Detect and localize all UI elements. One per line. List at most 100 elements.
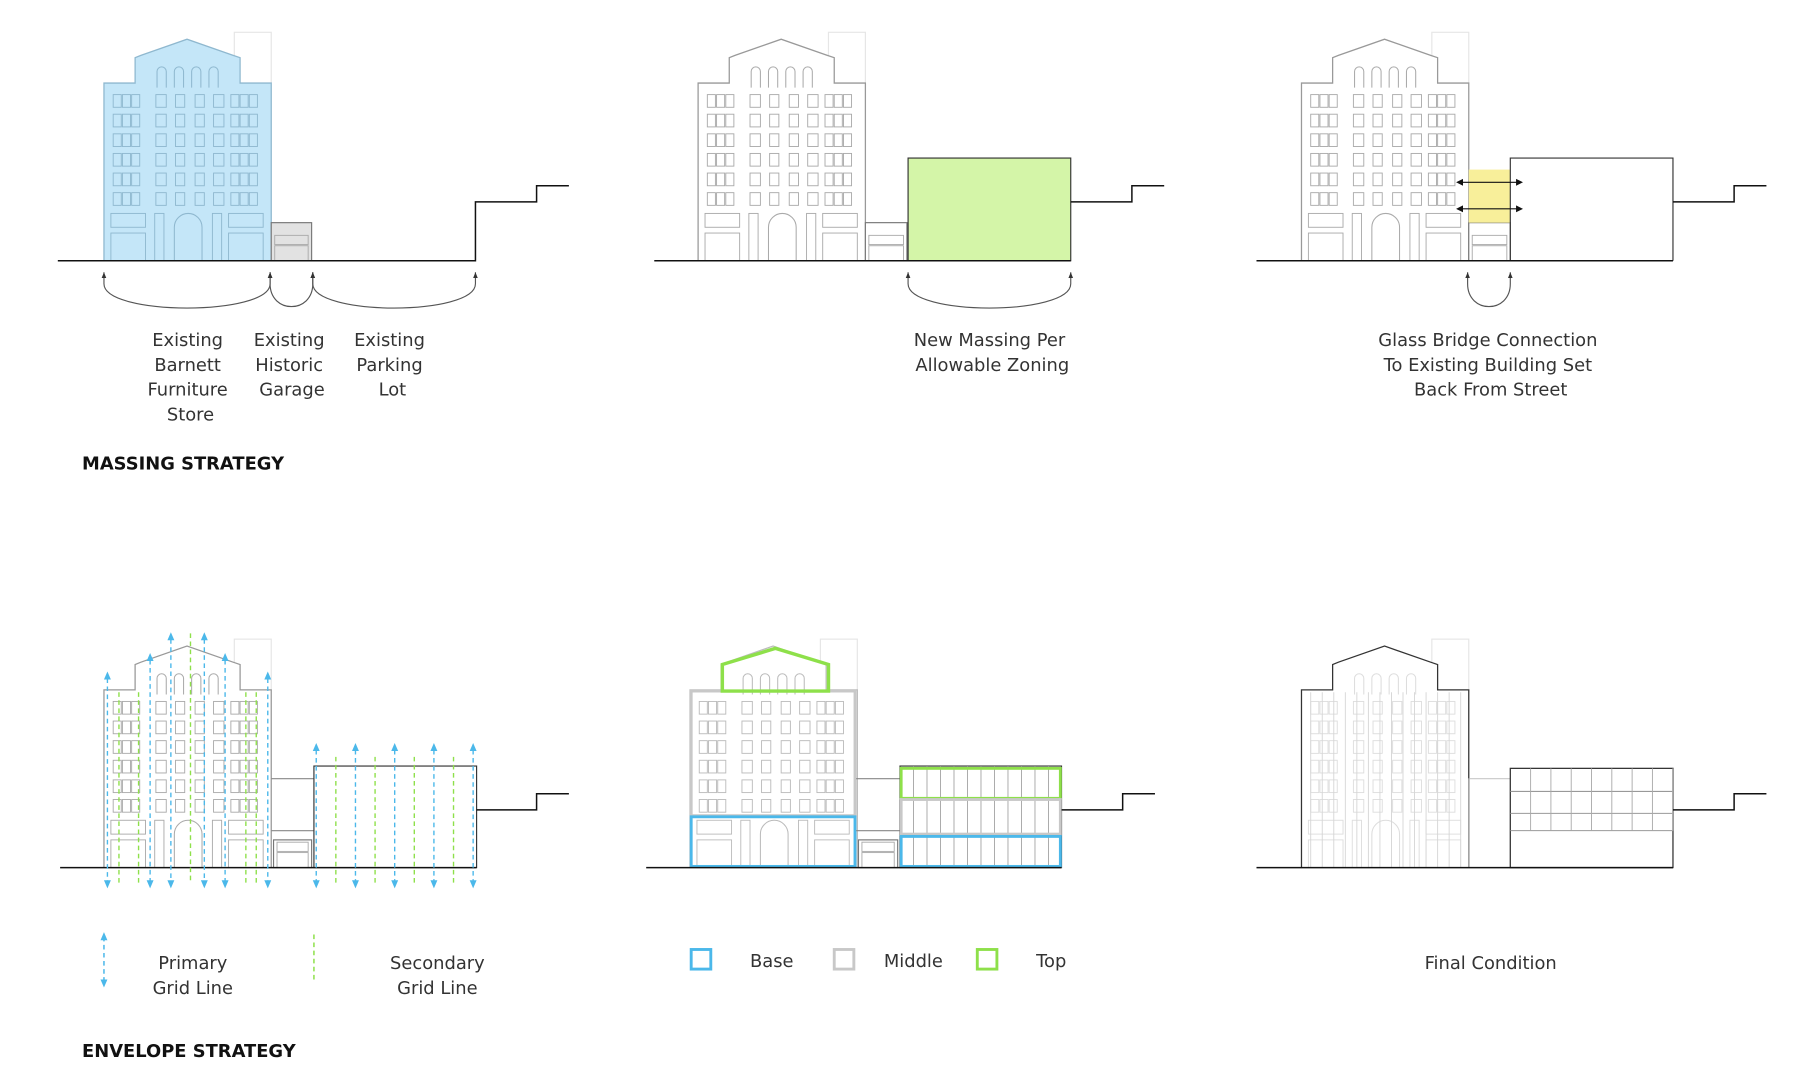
- window: [1328, 133, 1338, 147]
- window: [239, 799, 249, 813]
- window: [1392, 133, 1403, 147]
- window: [769, 152, 780, 167]
- window: [1310, 113, 1320, 128]
- window: [155, 779, 167, 794]
- dimension-brace: [312, 272, 477, 309]
- window: [121, 113, 131, 128]
- window: [1446, 740, 1456, 754]
- drawing-layer: [57, 31, 1767, 889]
- window: [175, 700, 186, 715]
- window: [1410, 700, 1422, 715]
- window: [213, 720, 225, 735]
- dimension-brace: [907, 272, 1072, 309]
- garage-door: [1471, 234, 1508, 246]
- window: [799, 759, 811, 774]
- window: [769, 94, 780, 108]
- window: [843, 152, 853, 167]
- window: [230, 172, 240, 187]
- tower-outline: [103, 38, 272, 261]
- window: [824, 152, 834, 167]
- label-new-massing: New Massing Per Allowable Zoning: [914, 330, 1071, 376]
- storefront-panel: [704, 212, 741, 228]
- window: [716, 192, 726, 206]
- window: [1319, 192, 1329, 206]
- window: [716, 133, 726, 147]
- arched-window: [1388, 673, 1399, 695]
- middle-zone-new: [899, 798, 1062, 836]
- window: [1352, 192, 1365, 206]
- window: [1328, 720, 1338, 735]
- window: [799, 700, 811, 715]
- window: [1328, 740, 1338, 754]
- window: [807, 94, 819, 108]
- window: [717, 759, 727, 774]
- window: [131, 94, 141, 108]
- window: [698, 740, 708, 754]
- window: [155, 720, 167, 735]
- arched-window: [1371, 66, 1382, 88]
- window: [761, 700, 772, 715]
- window: [1410, 759, 1422, 774]
- window: [1446, 94, 1456, 108]
- window: [112, 172, 122, 187]
- window: [708, 799, 718, 813]
- new-massing-block: [907, 157, 1072, 262]
- window: [239, 740, 249, 754]
- double-arrow-icon: [1456, 178, 1523, 186]
- garage: [864, 222, 908, 262]
- window: [175, 172, 186, 187]
- arched-window: [1371, 673, 1382, 695]
- window: [230, 113, 240, 128]
- window: [1319, 799, 1329, 813]
- window: [230, 779, 240, 794]
- window: [155, 94, 167, 108]
- window: [769, 133, 780, 147]
- window: [761, 779, 772, 794]
- entry-arch: [767, 212, 797, 261]
- window: [708, 720, 718, 735]
- window: [194, 94, 205, 108]
- window: [1410, 192, 1422, 206]
- window: [769, 172, 780, 187]
- arched-window: [1405, 66, 1417, 88]
- window: [749, 133, 761, 147]
- window: [1446, 113, 1456, 128]
- window: [824, 172, 834, 187]
- window: [230, 700, 240, 715]
- window: [725, 113, 735, 128]
- window: [708, 740, 718, 754]
- brace-arrow-icon: [267, 272, 316, 279]
- window: [213, 172, 225, 187]
- window: [1427, 133, 1437, 147]
- window: [1446, 799, 1456, 813]
- window: [175, 740, 186, 754]
- window: [717, 779, 727, 794]
- dimension-brace: [103, 272, 271, 309]
- window: [175, 113, 186, 128]
- window: [194, 799, 205, 813]
- tower-outline: [103, 645, 272, 868]
- window: [788, 133, 799, 147]
- window: [131, 700, 141, 715]
- window: [807, 172, 819, 187]
- window: [843, 113, 853, 128]
- window: [1437, 94, 1447, 108]
- window: [816, 799, 826, 813]
- window: [248, 720, 258, 735]
- window: [112, 700, 122, 715]
- window: [1319, 152, 1329, 167]
- window: [1427, 172, 1437, 187]
- window: [834, 799, 844, 813]
- window: [1319, 700, 1329, 715]
- garage-door: [868, 234, 904, 246]
- window: [1410, 740, 1422, 754]
- window: [239, 700, 249, 715]
- bridge-glazing: [1468, 778, 1511, 869]
- storefront-panel: [1307, 819, 1344, 835]
- window: [213, 700, 225, 715]
- window: [1310, 192, 1320, 206]
- window: [834, 759, 844, 774]
- entry-arch: [173, 212, 203, 261]
